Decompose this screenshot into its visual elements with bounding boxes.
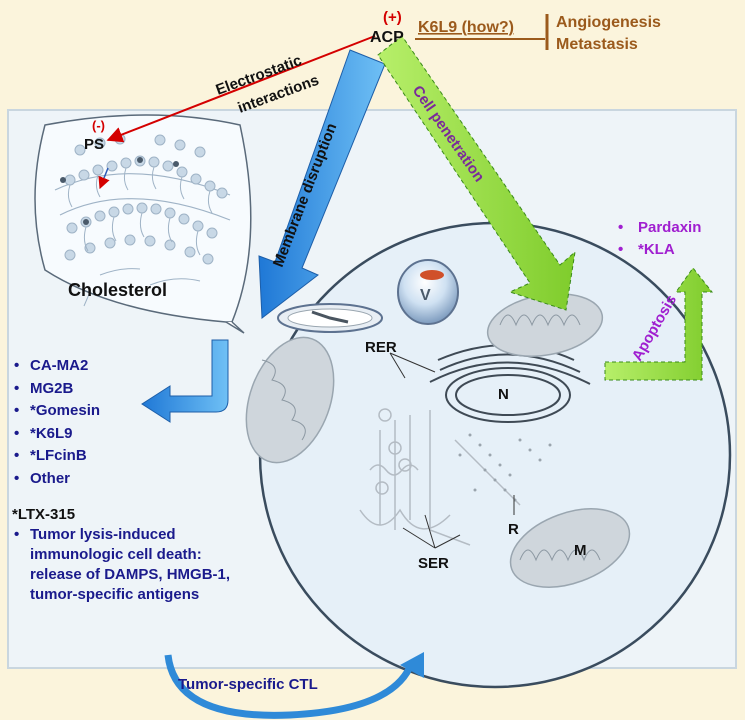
ribosome-dots xyxy=(458,433,552,502)
pardaxin-label: Pardaxin xyxy=(638,219,701,236)
peptide-item: CA-MA2 xyxy=(12,355,242,378)
pardaxin-bullet: • xyxy=(618,219,623,236)
angiogenesis-label: Angiogenesis xyxy=(556,14,661,31)
kla-bullet: • xyxy=(618,241,623,258)
lipid-bilayer xyxy=(54,133,231,307)
ctl-arrow-head xyxy=(400,652,424,678)
nucleus xyxy=(429,344,591,423)
peptide-item: *K6L9 xyxy=(12,423,242,446)
ser-pointers xyxy=(402,514,461,549)
nucleus-label: N xyxy=(498,386,509,403)
tumor-ctl-label: Tumor-specific CTL xyxy=(178,676,318,693)
membrane-peptide-list: CA-MA2 MG2B *Gomesin *K6L9 *LFcinB Other… xyxy=(12,355,242,605)
ser-label: SER xyxy=(418,555,449,572)
rer-pointers xyxy=(389,352,436,379)
bubble-pointer xyxy=(225,321,245,334)
apoptosis-arrow xyxy=(604,267,714,381)
ribosome-label: R xyxy=(508,521,519,538)
ps-pointer-arrow xyxy=(98,167,110,190)
acp-charge: (+) xyxy=(383,9,402,26)
ctl-arrow xyxy=(164,654,416,719)
peptide-item: MG2B xyxy=(12,378,242,401)
membrane-disruption-arrow xyxy=(258,49,386,319)
ps-charge: (-) xyxy=(92,118,105,133)
peptide-item: *Gomesin xyxy=(12,400,242,423)
rer-label: RER xyxy=(365,339,397,356)
ltx315-title: *LTX-315 xyxy=(12,506,76,523)
peptide-item: *LFcinB xyxy=(12,445,242,468)
mitochondrion-label: M xyxy=(574,542,587,559)
lysosome xyxy=(277,303,383,333)
acp-label: ACP xyxy=(370,29,404,46)
kla-label: *KLA xyxy=(638,241,675,258)
endoplasmic-reticulum xyxy=(359,408,521,546)
vesicle-v xyxy=(397,259,459,325)
cell-penetration-arrow xyxy=(377,35,576,311)
peptide-item: Other xyxy=(12,468,242,491)
membrane-zoom-bubble xyxy=(34,114,252,323)
tumor-cell xyxy=(258,221,732,689)
vesicle-label: V xyxy=(420,287,431,304)
k6l9-how-label: K6L9 (how?) xyxy=(418,19,514,36)
metastasis-label: Metastasis xyxy=(556,36,638,53)
mitochondrion-bottom xyxy=(509,508,631,588)
mitochondrion-left xyxy=(245,336,335,464)
ltx315-description: Tumor lysis-induced immunologic cell dea… xyxy=(12,525,242,605)
cholesterol-label: Cholesterol xyxy=(68,280,167,300)
ps-label: PS xyxy=(84,136,104,153)
electrostatic-arrow xyxy=(106,35,376,143)
